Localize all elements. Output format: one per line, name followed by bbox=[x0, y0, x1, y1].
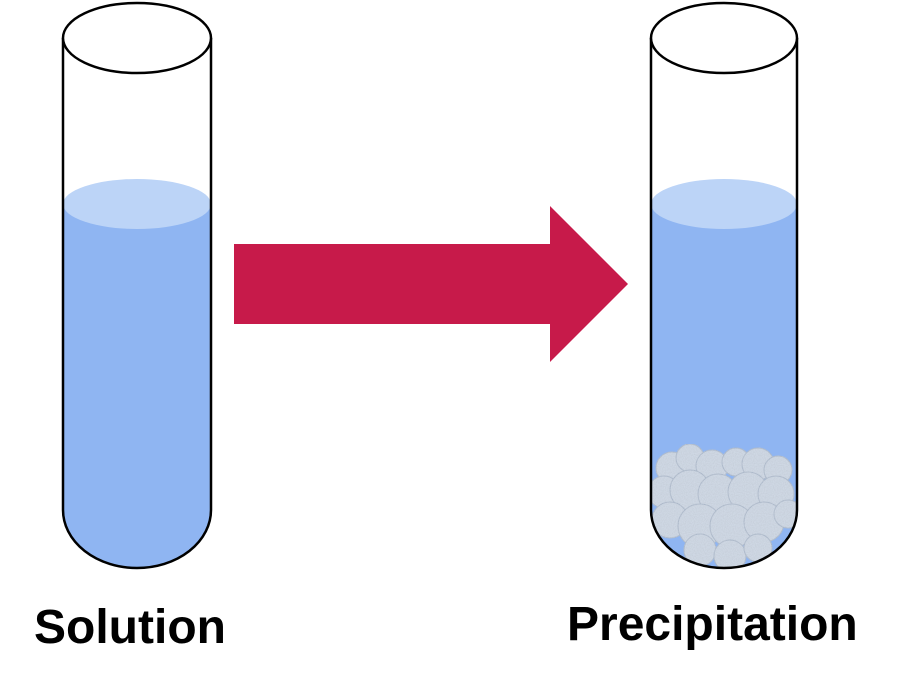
left-tube-outline bbox=[61, 38, 213, 570]
right-liquid-surface bbox=[651, 179, 797, 229]
left-liquid-surface bbox=[63, 179, 211, 229]
right-tube-rim bbox=[649, 1, 799, 75]
left-liquid bbox=[63, 204, 211, 568]
test-tube-icon bbox=[61, 1, 213, 570]
precipitation-label: Precipitation bbox=[567, 598, 858, 651]
solution-label: Solution bbox=[34, 601, 226, 654]
right-arrow-icon bbox=[234, 206, 628, 362]
right-tube-outline bbox=[649, 38, 799, 570]
precipitate-icon bbox=[652, 443, 796, 568]
left-tube-rim bbox=[61, 1, 213, 75]
test-tube-with-precipitate-icon bbox=[649, 1, 799, 570]
